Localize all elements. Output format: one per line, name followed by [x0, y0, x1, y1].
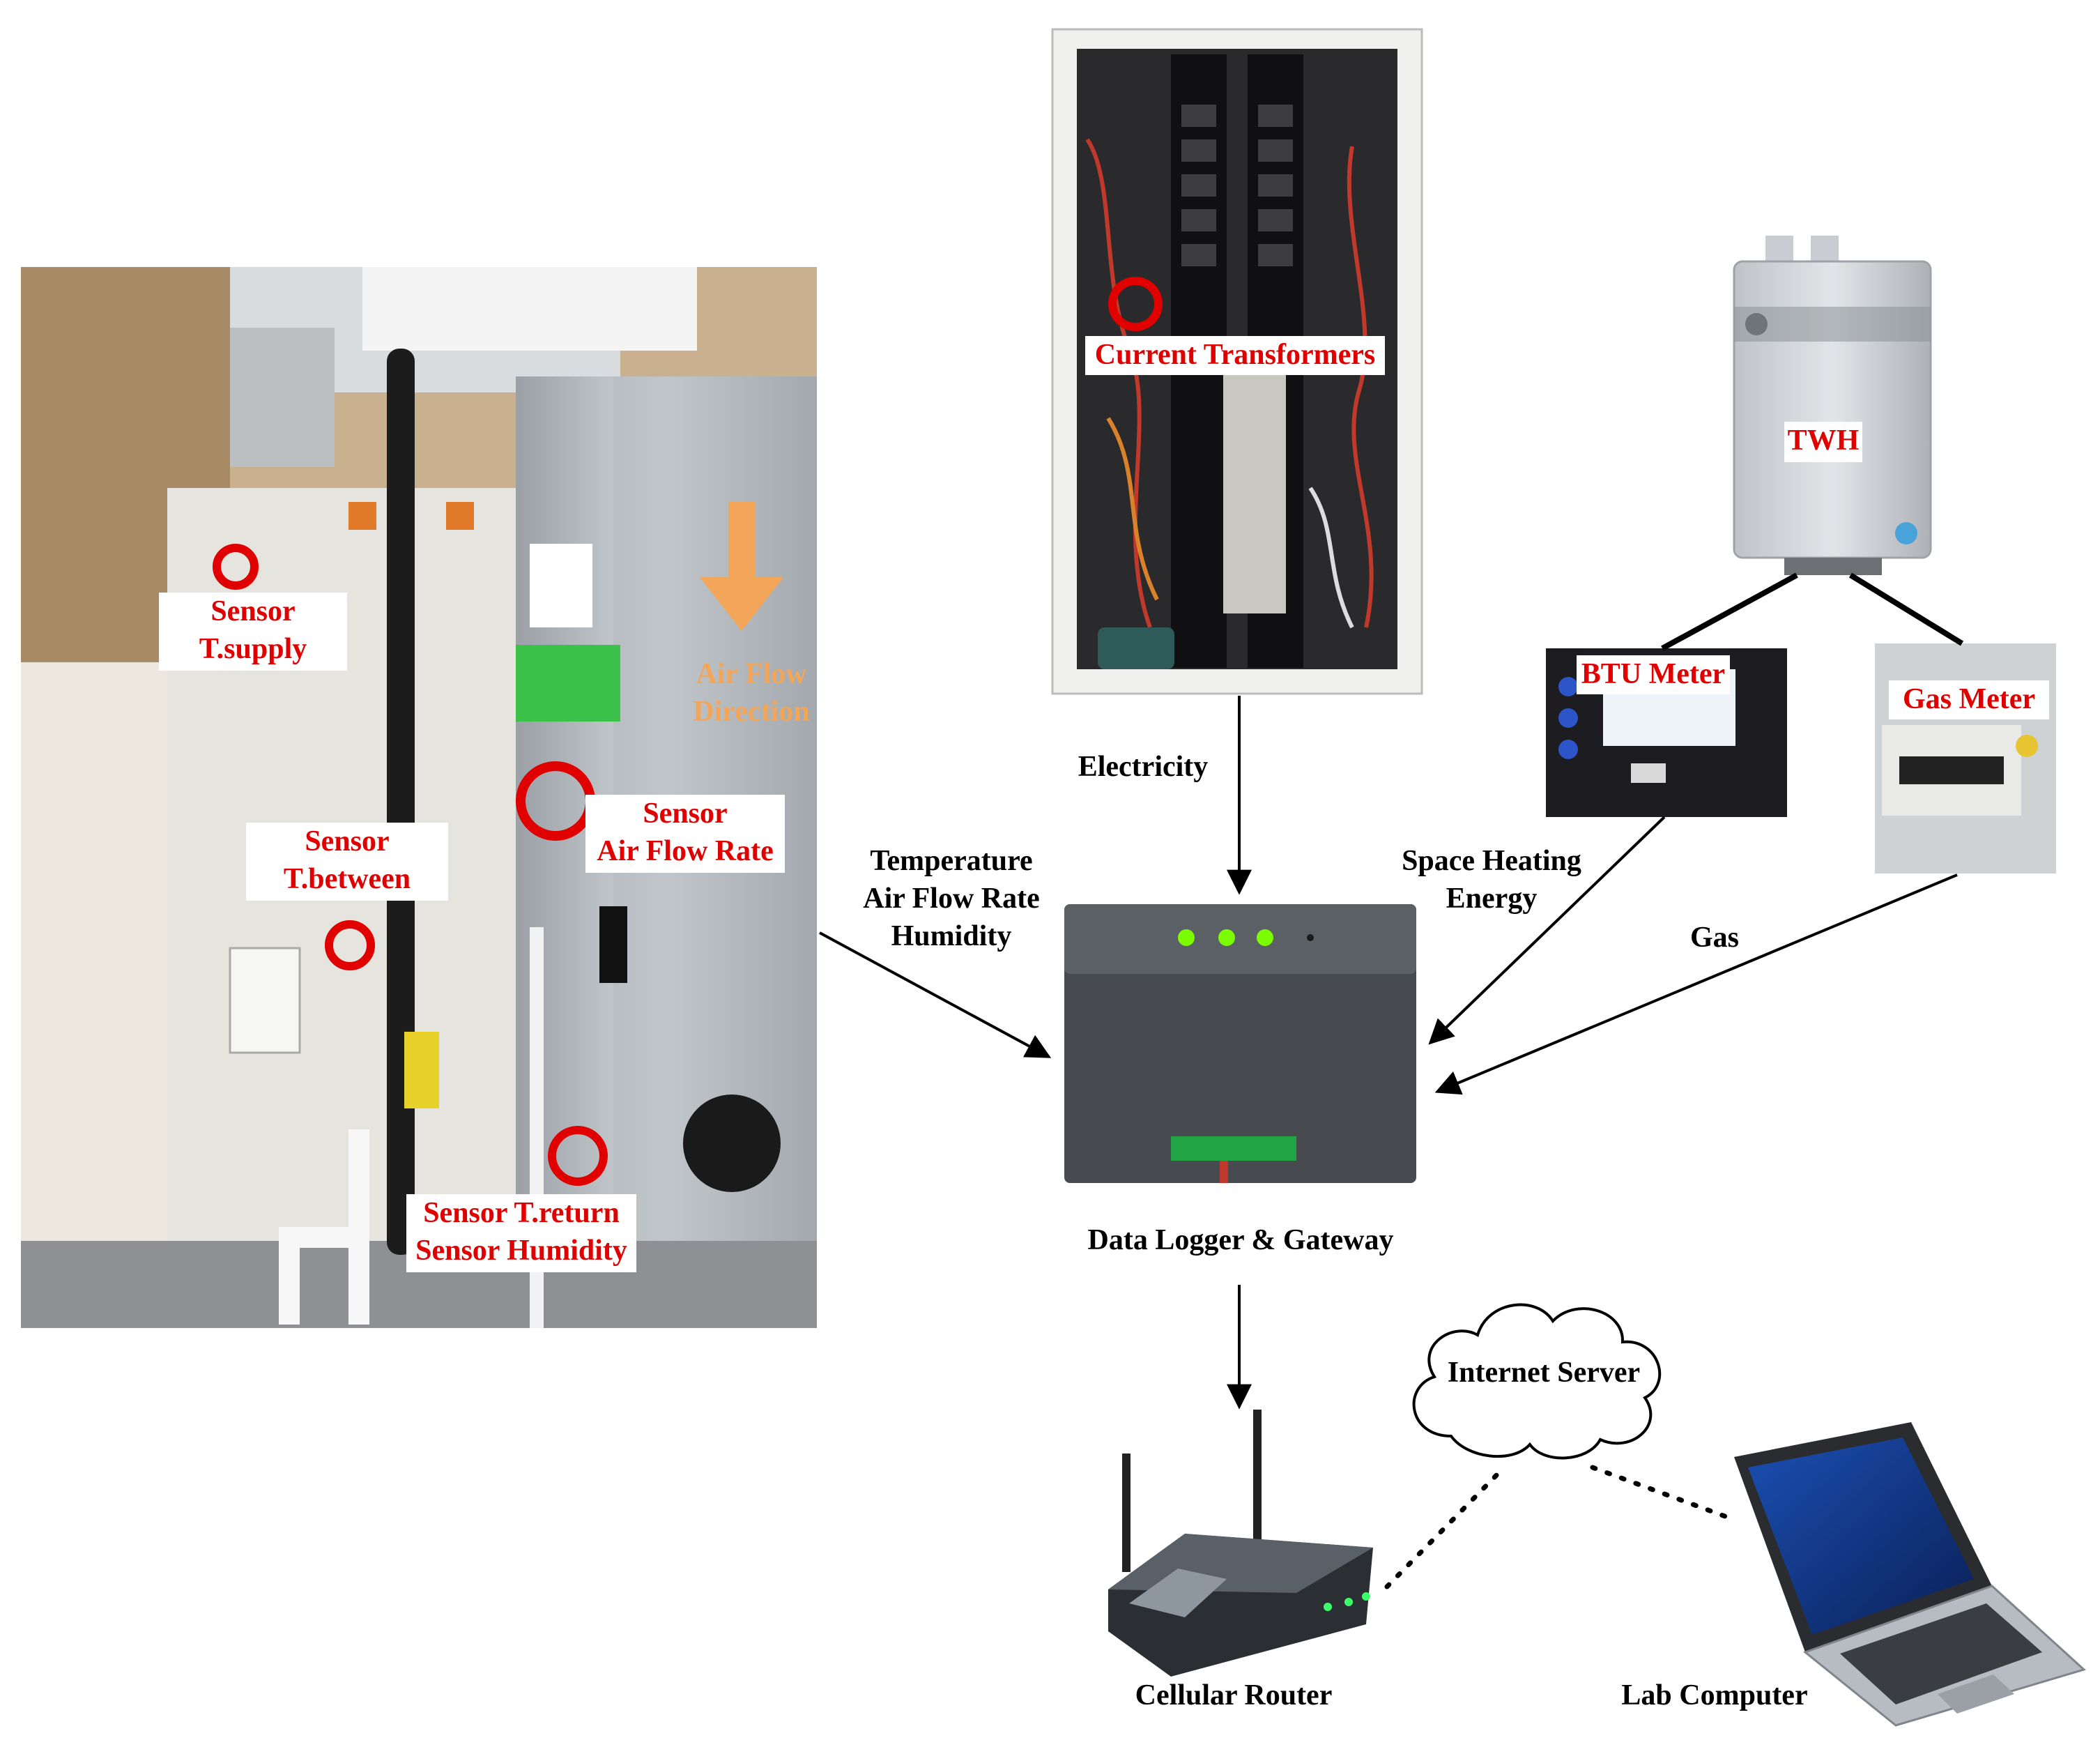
- label-twh: TWH: [1784, 422, 1862, 462]
- label-space-heating-energy: Space Heating Energy: [1402, 845, 1581, 915]
- label-sensor-t-between: Sensor T.between: [246, 823, 448, 901]
- label-sensor-air-flow-rate: Sensor Air Flow Rate: [585, 795, 785, 873]
- label-air-flow-direction: Air Flow Direction: [693, 658, 810, 728]
- label-internet-server: Internet Server: [1447, 1357, 1641, 1389]
- down-arrow-icon: [700, 502, 783, 631]
- label-btu-meter: BTU Meter: [1577, 655, 1730, 694]
- arrow-gas-to-logger: [1434, 874, 1958, 1095]
- gas-meter-photo: [1875, 643, 2056, 874]
- router-to-cloud-link: [1384, 1465, 1507, 1589]
- label-sensor-t-return-humidity: Sensor T.return Sensor Humidity: [406, 1194, 636, 1272]
- label-sensor-t-supply: Sensor T.supply: [159, 593, 347, 671]
- label-gas-meter: Gas Meter: [1889, 680, 2049, 719]
- label-current-transformers: Current Transformers: [1085, 336, 1385, 375]
- cloud-to-laptop-link: [1590, 1465, 1733, 1521]
- arrow-furnace-to-logger: [819, 931, 1052, 1058]
- sensor-ring-t-supply: [213, 544, 259, 590]
- data-logger-photo: [1064, 904, 1416, 1183]
- water-heater-photo: [1733, 236, 1932, 575]
- cloud-icon: [1412, 1303, 1662, 1460]
- label-electricity: Electricity: [1078, 751, 1209, 783]
- label-temperature-air-flow-humidity: Temperature Air Flow Rate Humidity: [863, 845, 1040, 952]
- label-cellular-router: Cellular Router: [1135, 1679, 1333, 1711]
- twh-to-gas-line: [1848, 572, 1964, 646]
- furnace-photo: [21, 267, 817, 1328]
- wifi-router-icon: [1108, 1410, 1373, 1677]
- arrow-btu-to-logger: [1428, 816, 1666, 1045]
- twh-to-btu-line: [1661, 572, 1798, 651]
- label-data-logger: Data Logger & Gateway: [1087, 1224, 1394, 1256]
- sensor-ring-t-return: [548, 1126, 608, 1186]
- label-gas: Gas: [1689, 922, 1739, 954]
- laptop-icon: [1734, 1422, 2086, 1727]
- sensor-ring-t-between: [325, 920, 375, 970]
- label-lab-computer: Lab Computer: [1621, 1679, 1808, 1711]
- sensor-ring-current-transformers: [1108, 277, 1163, 331]
